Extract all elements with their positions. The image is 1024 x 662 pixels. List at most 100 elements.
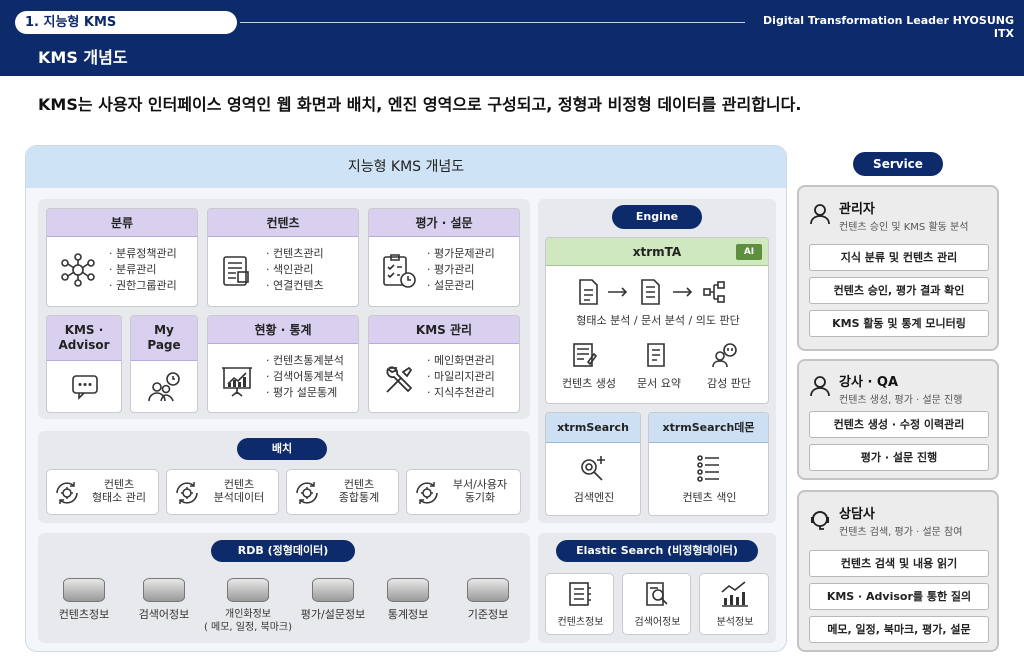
card-kms-mgmt: KMS 관리 메인화면관리 마일리지관리 지식추천관리 <box>368 315 520 413</box>
service-role-admin: 관리자 컨텐츠 승인 및 KMS 활동 분석 지식 분류 및 컨텐츠 관리 컨텐… <box>797 185 999 351</box>
list-item: 컨텐츠통계분석 <box>266 353 344 369</box>
batch-title: 배치 <box>237 438 327 460</box>
content-doc-icon <box>567 580 593 612</box>
elastic-item: 컨텐츠정보 <box>545 573 614 635</box>
role-desc: 컨텐츠 생성, 평가 · 설문 진행 <box>839 395 963 406</box>
headline: KMS는 사용자 인터페이스 영역인 웹 화면과 배치, 엔진 영역으로 구성되… <box>38 95 802 114</box>
card-contents: 컨텐츠 컨텐츠관리 색인관리 연결컨텐츠 <box>207 208 359 307</box>
chart-board-icon <box>220 364 254 402</box>
card-head: 평가 · 설문 <box>369 209 519 237</box>
list-item: 지식추천관리 <box>427 385 495 401</box>
daemon-title: xtrmSearch데몬 <box>649 413 768 443</box>
card-head: KMS · Advisor <box>47 316 121 361</box>
ta-flow-icons <box>576 278 736 310</box>
batch-label: 컨텐츠 종합통계 <box>338 478 380 504</box>
batch-item: 컨텐츠 종합통계 <box>286 469 399 515</box>
kms-diagram: 지능형 KMS 개념도 분류 분류정책관리 분류관리 권한그룹관리 컨텐츠 컨텐… <box>25 145 787 652</box>
elastic-label: 검색어정보 <box>634 617 681 628</box>
card-head: My Page <box>131 316 197 361</box>
database-icon <box>312 578 354 602</box>
rdb-label: 통계정보 <box>387 608 429 621</box>
card-head: 컨텐츠 <box>208 209 358 237</box>
service-title: Service <box>853 152 943 176</box>
role-name: 관리자 <box>839 202 875 217</box>
rdb-panel: RDB (정형데이터) 컨텐츠정보 검색어정보 개인화정보 ( 메모, 일정, … <box>38 533 530 643</box>
ta-item-label: 문서 요약 <box>637 377 681 390</box>
rdb-item: 기준정보 <box>448 578 528 621</box>
service-item: 컨텐츠 검색 및 내용 읽기 <box>809 550 989 577</box>
xtrmsearch-title: xtrmSearch <box>546 413 640 443</box>
card-status: 현황 · 통계 컨텐츠통계분석 검색어통계분석 평가 설문통계 <box>207 315 359 413</box>
rdb-label: 컨텐츠정보 <box>58 608 110 621</box>
rdb-item: 통계정보 <box>368 578 448 621</box>
bullet-list: 컨텐츠통계분석 검색어통계분석 평가 설문통계 <box>266 353 344 401</box>
batch-label: 컨텐츠 분석데이터 <box>213 478 265 504</box>
database-icon <box>227 578 269 602</box>
headset-user-icon <box>809 509 831 537</box>
list-item: 분류관리 <box>109 262 177 278</box>
daemon-label: 컨텐츠 색인 <box>682 491 737 504</box>
batch-label: 부서/사용자 동기화 <box>452 478 508 504</box>
sync-gear-icon <box>173 479 201 511</box>
elastic-label: 분석정보 <box>716 617 754 628</box>
sync-gear-icon <box>53 479 81 511</box>
user-icon <box>809 203 831 229</box>
list-item: 검색어통계분석 <box>266 369 344 385</box>
list-item: 메인화면관리 <box>427 353 495 369</box>
database-icon <box>467 578 509 602</box>
section-label: 1. 지능형 KMS <box>15 11 237 34</box>
xtrmta-title: xtrmTA <box>546 238 768 266</box>
ui-panel: 분류 분류정책관리 분류관리 권한그룹관리 컨텐츠 컨텐츠관리 색인관리 연결컨… <box>38 199 530 419</box>
service-item: 메모, 일정, 북마크, 평가, 설문 <box>809 616 989 643</box>
service-item: 지식 분류 및 컨텐츠 관리 <box>809 244 989 271</box>
service-item: 컨텐츠 승인, 평가 결과 확인 <box>809 277 989 304</box>
rdb-item: 컨텐츠정보 <box>44 578 124 621</box>
ta-item-label: 감성 판단 <box>707 377 751 390</box>
bullet-list: 분류정책관리 분류관리 권한그룹관리 <box>109 246 177 294</box>
xtrmsearch-label: 검색엔진 <box>573 491 615 504</box>
rdb-item: 검색어정보 <box>124 578 204 621</box>
card-head: KMS 관리 <box>369 316 519 344</box>
list-item: 연결컨텐츠 <box>266 278 324 294</box>
ta-flow-label: 형태소 분석 / 문서 분석 / 의도 판단 <box>576 314 740 327</box>
list-item: 마일리지관리 <box>427 369 495 385</box>
list-item: 평가문제관리 <box>427 246 495 262</box>
bullet-list: 메인화면관리 마일리지관리 지식추천관리 <box>427 353 495 401</box>
role-desc: 컨텐츠 검색, 평가 · 설문 참여 <box>839 527 963 538</box>
rdb-label: 기준정보 <box>467 608 509 621</box>
ta-item-label: 컨텐츠 생성 <box>561 377 617 390</box>
bullet-list: 평가문제관리 평가관리 설문관리 <box>427 246 495 294</box>
network-icon <box>61 253 95 291</box>
card-advisor: KMS · Advisor <box>46 315 122 413</box>
list-item: 평가 설문통계 <box>266 385 344 401</box>
search-doc-icon <box>644 580 670 612</box>
rdb-title: RDB (정형데이터) <box>211 540 355 562</box>
user-icon <box>809 375 831 401</box>
checklist-clock-icon <box>381 253 417 293</box>
xtrmsearch-box: xtrmSearch 검색엔진 <box>545 412 641 516</box>
diagram-title: 지능형 KMS 개념도 <box>26 146 786 188</box>
engine-title: Engine <box>612 205 702 229</box>
list-item: 설문관리 <box>427 278 495 294</box>
bullet-list: 컨텐츠관리 색인관리 연결컨텐츠 <box>266 246 324 294</box>
analysis-chart-icon <box>720 580 750 612</box>
rdb-label: 평가/설문정보 <box>300 608 366 621</box>
document-icon <box>222 255 252 291</box>
list-item: 평가관리 <box>427 262 495 278</box>
card-mypage: My Page <box>130 315 198 413</box>
role-name: 상담사 <box>839 507 875 522</box>
batch-label: 컨텐츠 형태소 관리 <box>91 478 147 504</box>
service-role-instructor: 강사 · QA 컨텐츠 생성, 평가 · 설문 진행 컨텐츠 생성 · 수정 이… <box>797 359 999 480</box>
sync-gear-icon <box>293 479 321 511</box>
rdb-label: 검색어정보 <box>138 608 190 621</box>
rdb-label: 개인화정보 ( 메모, 일정, 북마크) <box>203 609 293 633</box>
list-item: 컨텐츠관리 <box>266 246 324 262</box>
sentiment-icon <box>711 342 739 372</box>
batch-item: 컨텐츠 분석데이터 <box>166 469 279 515</box>
role-desc: 컨텐츠 승인 및 KMS 활동 분석 <box>839 222 969 233</box>
ai-badge: AI <box>736 244 762 260</box>
service-item: 컨텐츠 생성 · 수정 이력관리 <box>809 411 989 438</box>
list-item: 권한그룹관리 <box>109 278 177 294</box>
elastic-item: 검색어정보 <box>622 573 691 635</box>
database-icon <box>63 578 105 602</box>
